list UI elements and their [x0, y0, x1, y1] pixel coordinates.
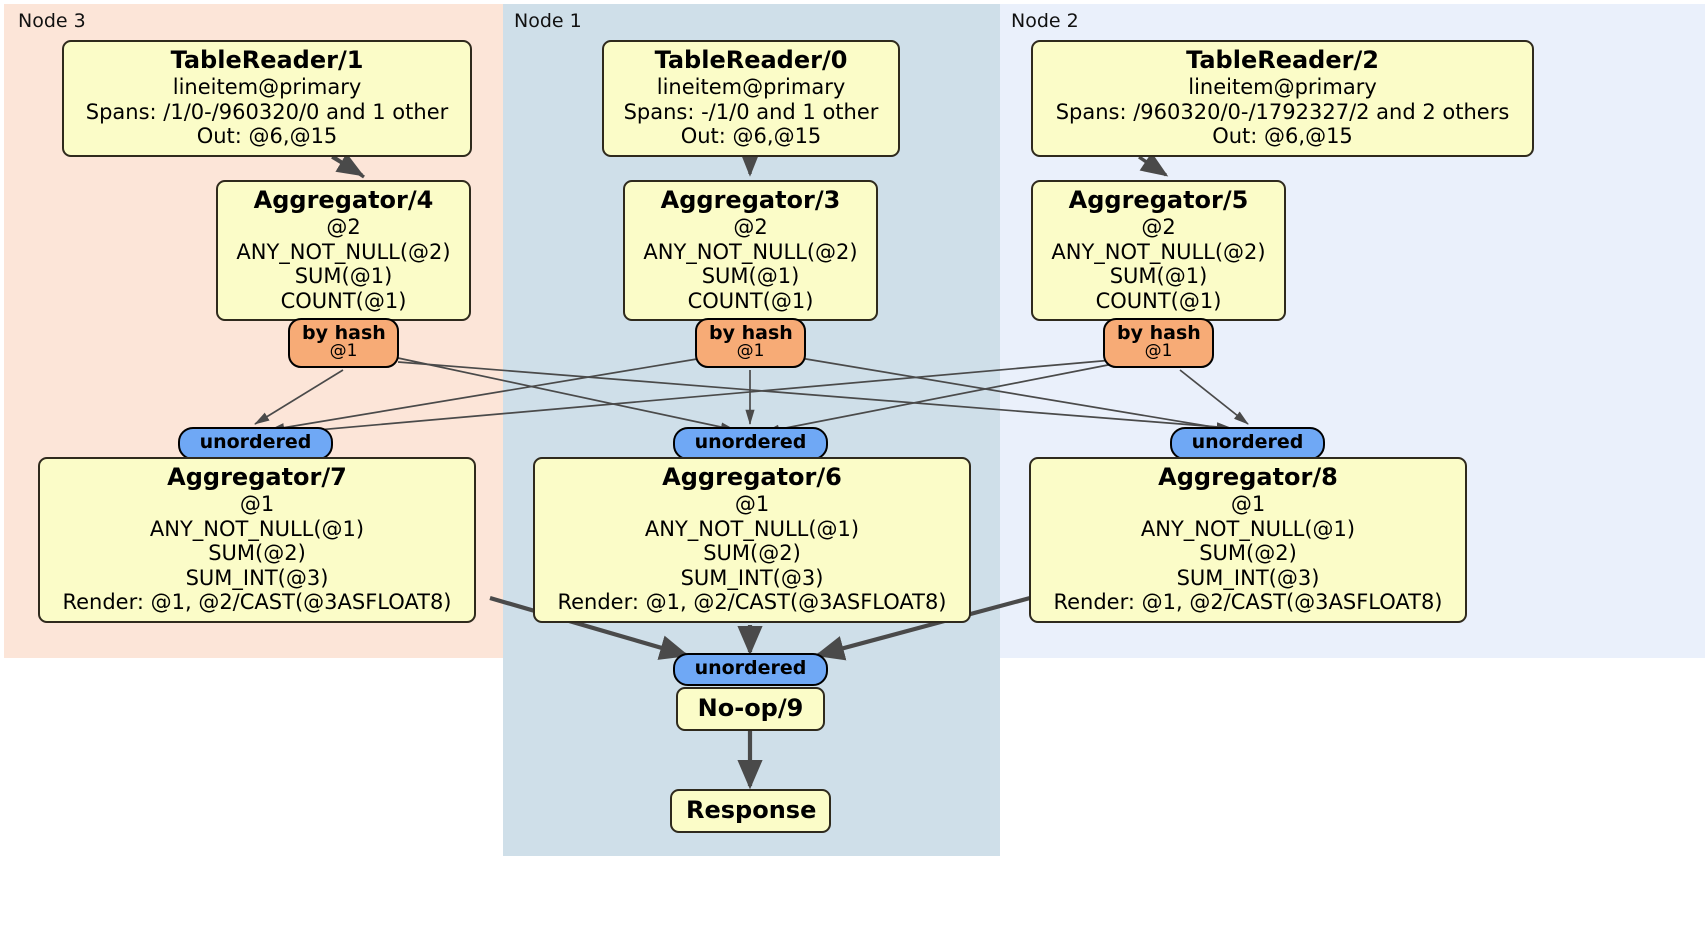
processor-line: Spans: -/1/0 and 1 other	[623, 99, 879, 124]
processor-aggregator-5[interactable]: Aggregator/5 @2 ANY_NOT_NULL(@2) SUM(@1)…	[1031, 180, 1286, 322]
processor-line: Render: @1, @2/CAST(@3ASFLOAT8)	[557, 590, 947, 615]
processor-line: ANY_NOT_NULL(@1)	[149, 516, 365, 541]
processor-line: SUM(@2)	[703, 541, 801, 566]
processor-tablereader-0[interactable]: TableReader/0 lineitem@primary Spans: -/…	[602, 40, 900, 157]
processor-line: Out: @6,@15	[1212, 124, 1353, 149]
node-region-label-node3: Node 3	[18, 10, 86, 32]
processor-line: SUM_INT(@3)	[1176, 565, 1320, 590]
node-region-label-node2: Node 2	[1011, 10, 1079, 32]
processor-title: Aggregator/7	[167, 463, 347, 491]
processor-line: COUNT(@1)	[687, 288, 814, 313]
processor-title: Aggregator/6	[662, 463, 842, 491]
synchronizer-label: unordered	[199, 431, 312, 453]
processor-aggregator-7[interactable]: Aggregator/7 @1 ANY_NOT_NULL(@1) SUM(@2)…	[38, 457, 476, 623]
processor-line: SUM_INT(@3)	[680, 565, 824, 590]
processor-aggregator-6[interactable]: Aggregator/6 @1 ANY_NOT_NULL(@1) SUM(@2)…	[533, 457, 971, 623]
router-label: by hash	[709, 322, 793, 344]
processor-title: Aggregator/8	[1158, 463, 1338, 491]
processor-line: @2	[326, 215, 361, 240]
processor-line: @1	[734, 492, 770, 517]
router-key: @1	[736, 340, 765, 361]
processor-line: @2	[1141, 215, 1176, 240]
processor-line: COUNT(@1)	[1095, 288, 1222, 313]
processor-title: Response	[686, 796, 817, 824]
processor-line: lineitem@primary	[656, 75, 846, 100]
node-region-label-node1: Node 1	[514, 10, 582, 32]
processor-line: Render: @1, @2/CAST(@3ASFLOAT8)	[62, 590, 452, 615]
processor-line: @1	[239, 492, 275, 517]
processor-aggregator-8[interactable]: Aggregator/8 @1 ANY_NOT_NULL(@1) SUM(@2)…	[1029, 457, 1467, 623]
processor-line: SUM(@1)	[701, 264, 800, 289]
router-label: by hash	[1117, 322, 1201, 344]
processor-title: No-op/9	[697, 694, 804, 722]
router-key: @1	[329, 340, 358, 361]
processor-line: ANY_NOT_NULL(@2)	[643, 239, 858, 264]
processor-aggregator-3[interactable]: Aggregator/3 @2 ANY_NOT_NULL(@2) SUM(@1)…	[623, 180, 878, 322]
processor-line: Spans: /1/0-/960320/0 and 1 other	[85, 99, 449, 124]
processor-title: Aggregator/5	[1068, 186, 1249, 214]
router-key: @1	[1144, 340, 1173, 361]
router-by-hash-middle[interactable]: by hash @1	[695, 318, 806, 368]
synchronizer-unordered-left[interactable]: unordered	[178, 427, 333, 460]
processor-line: ANY_NOT_NULL(@2)	[236, 239, 451, 264]
processor-tablereader-2[interactable]: TableReader/2 lineitem@primary Spans: /9…	[1031, 40, 1534, 157]
synchronizer-unordered-middle[interactable]: unordered	[673, 427, 828, 460]
synchronizer-label: unordered	[1191, 431, 1304, 453]
processor-line: lineitem@primary	[1188, 75, 1377, 100]
processor-line: Out: @6,@15	[680, 124, 822, 149]
processor-line: ANY_NOT_NULL(@1)	[644, 516, 860, 541]
processor-title: TableReader/0	[654, 46, 848, 74]
processor-line: @2	[733, 215, 768, 240]
processor-noop-9[interactable]: No-op/9	[676, 687, 825, 732]
processor-title: Aggregator/3	[660, 186, 841, 214]
processor-line: SUM(@1)	[1109, 264, 1208, 289]
processor-aggregator-4[interactable]: Aggregator/4 @2 ANY_NOT_NULL(@2) SUM(@1)…	[216, 180, 471, 322]
processor-title: TableReader/1	[170, 46, 364, 74]
processor-line: SUM(@2)	[1199, 541, 1297, 566]
processor-tablereader-1[interactable]: TableReader/1 lineitem@primary Spans: /1…	[62, 40, 472, 157]
router-by-hash-right[interactable]: by hash @1	[1103, 318, 1214, 368]
processor-line: SUM(@1)	[294, 264, 393, 289]
router-label: by hash	[302, 322, 386, 344]
processor-line: ANY_NOT_NULL(@2)	[1051, 239, 1266, 264]
synchronizer-label: unordered	[694, 431, 807, 453]
processor-response[interactable]: Response	[670, 789, 831, 834]
processor-line: Render: @1, @2/CAST(@3ASFLOAT8)	[1053, 590, 1443, 615]
processor-line: Out: @6,@15	[196, 124, 338, 149]
synchronizer-label: unordered	[694, 657, 807, 679]
processor-line: COUNT(@1)	[280, 288, 407, 313]
processor-line: lineitem@primary	[172, 75, 362, 100]
processor-title: TableReader/2	[1186, 46, 1379, 74]
router-by-hash-left[interactable]: by hash @1	[288, 318, 399, 368]
synchronizer-unordered-right[interactable]: unordered	[1170, 427, 1325, 460]
processor-line: SUM_INT(@3)	[185, 565, 329, 590]
processor-line: @1	[1230, 492, 1266, 517]
processor-title: Aggregator/4	[253, 186, 434, 214]
processor-line: Spans: /960320/0-/1792327/2 and 2 others	[1055, 99, 1510, 124]
processor-line: SUM(@2)	[208, 541, 306, 566]
processor-line: ANY_NOT_NULL(@1)	[1140, 516, 1356, 541]
synchronizer-unordered-final[interactable]: unordered	[673, 653, 828, 686]
